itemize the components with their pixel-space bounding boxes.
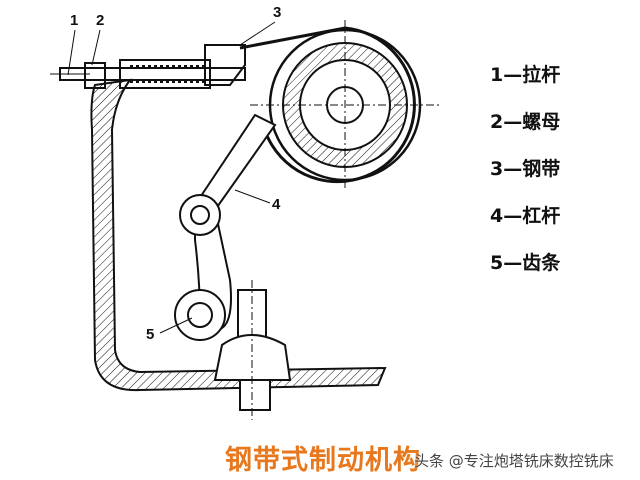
legend-item-lever: 4—杠杆	[490, 205, 561, 227]
legend-item-pull-rod: 1—拉杆	[490, 64, 561, 86]
label-4: 4	[272, 196, 281, 213]
label-1: 1	[70, 12, 79, 29]
label-3: 3	[273, 4, 282, 21]
legend-item-steel-band: 3—钢带	[490, 158, 561, 180]
label-2: 2	[96, 12, 105, 29]
steel-band	[239, 26, 416, 184]
legend-item-nut: 2—螺母	[490, 111, 561, 133]
diagram-title: 钢带式制动机构	[225, 445, 421, 476]
label-5: 5	[146, 326, 155, 343]
frame	[90, 78, 387, 392]
watermark: 头条 @专注炮塔铣床数控铣床	[414, 452, 614, 470]
legend-item-rack: 5—齿条	[490, 252, 561, 274]
legend: 1—拉杆 2—螺母 3—钢带 4—杠杆 5—齿条	[490, 62, 560, 297]
